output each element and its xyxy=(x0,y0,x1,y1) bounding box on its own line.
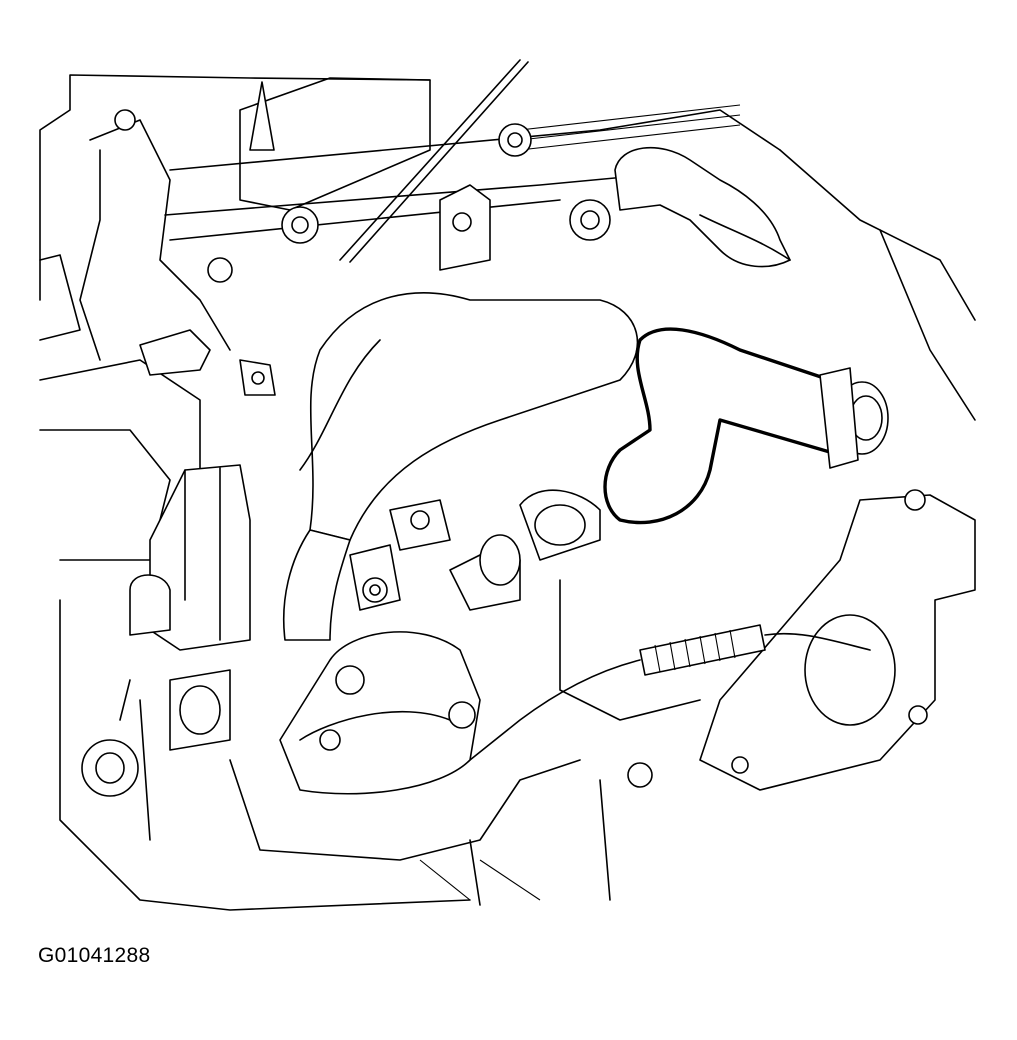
engine-block-outline xyxy=(39,59,976,911)
engine-line-drawing xyxy=(39,59,976,911)
figure-id-label: G01041288 xyxy=(38,944,151,967)
